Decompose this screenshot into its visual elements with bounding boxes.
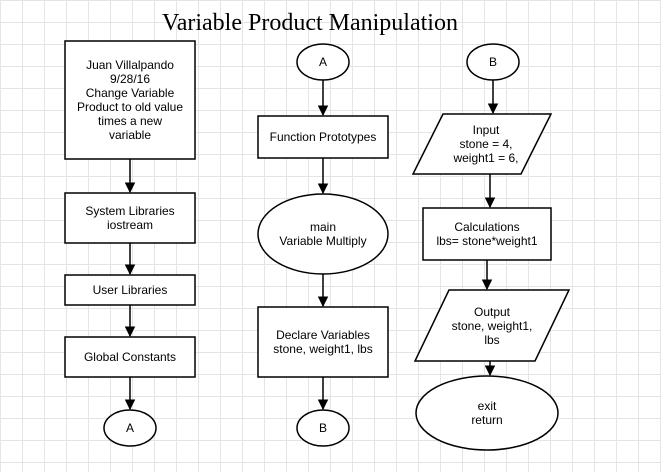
system-libraries-line: iostream: [106, 218, 153, 232]
main-line: Variable Multiply: [279, 234, 367, 248]
calculations-box[interactable]: [422, 207, 552, 261]
header-line: variable: [108, 128, 152, 142]
user-libraries-label: User Libraries: [92, 283, 168, 297]
main-text: main Variable Multiply: [258, 194, 388, 274]
connector-label: B: [318, 421, 327, 435]
system-libraries-box[interactable]: [64, 192, 196, 244]
calculations-line: lbs= stone*weight1: [436, 234, 538, 248]
function-prototypes-text: Function Prototypes: [258, 116, 388, 158]
function-prototypes-label: Function Prototypes: [269, 130, 377, 144]
calculations-text: Calculations lbs= stone*weight1: [423, 208, 551, 260]
connector-b-col2-text: B: [297, 410, 349, 446]
header-box[interactable]: [64, 40, 196, 160]
output-line: Output: [473, 304, 511, 319]
system-libraries-text: System Libraries iostream: [65, 193, 195, 243]
header-line: times a new: [97, 114, 163, 128]
input-line: stone = 4,: [459, 137, 513, 151]
input-parallelogram[interactable]: [411, 113, 553, 175]
header-line: Change Variable: [85, 86, 175, 100]
output-text: Output stone, weight1, lbs: [432, 290, 552, 361]
connector-label: A: [125, 421, 134, 435]
input-line: Input: [472, 123, 500, 137]
global-constants-label: Global Constants: [83, 350, 177, 364]
global-constants-box[interactable]: [64, 336, 196, 378]
declare-variables-box[interactable]: [257, 306, 389, 378]
output-line: lbs: [484, 332, 500, 347]
header-line: Product to old value: [76, 100, 184, 114]
header-text: Juan Villalpando 9/28/16 Change Variable…: [65, 41, 195, 159]
exit-line: return: [471, 413, 503, 427]
output-line: stone, weight1,: [451, 318, 533, 333]
connector-label: A: [318, 55, 327, 69]
input-line: weight1 = 6,: [453, 151, 519, 165]
connector-label: B: [488, 55, 497, 69]
main-line: main: [309, 220, 336, 234]
calculations-line: Calculations: [454, 220, 520, 234]
output-parallelogram[interactable]: [413, 289, 571, 362]
connector-a-col1-text: A: [104, 410, 156, 446]
header-line: Juan Villalpando: [86, 58, 174, 72]
exit-line: exit: [477, 399, 497, 413]
function-prototypes-box[interactable]: [257, 115, 389, 159]
declare-variables-line: stone, weight1, lbs: [273, 342, 373, 356]
connector-a-col2-text: A: [297, 44, 349, 80]
system-libraries-line: System Libraries: [85, 204, 175, 218]
declare-variables-line: Declare Variables: [276, 328, 370, 342]
diagram-title: Variable Product Manipulation: [162, 10, 458, 36]
input-text: Input stone = 4, weight1 = 6,: [432, 114, 540, 174]
connector-b-col3-text: B: [467, 44, 519, 80]
user-libraries-text: User Libraries: [65, 275, 195, 305]
header-line: 9/28/16: [109, 72, 151, 86]
declare-variables-text: Declare Variables stone, weight1, lbs: [258, 307, 388, 377]
global-constants-text: Global Constants: [65, 337, 195, 377]
exit-text: exit return: [416, 376, 558, 450]
